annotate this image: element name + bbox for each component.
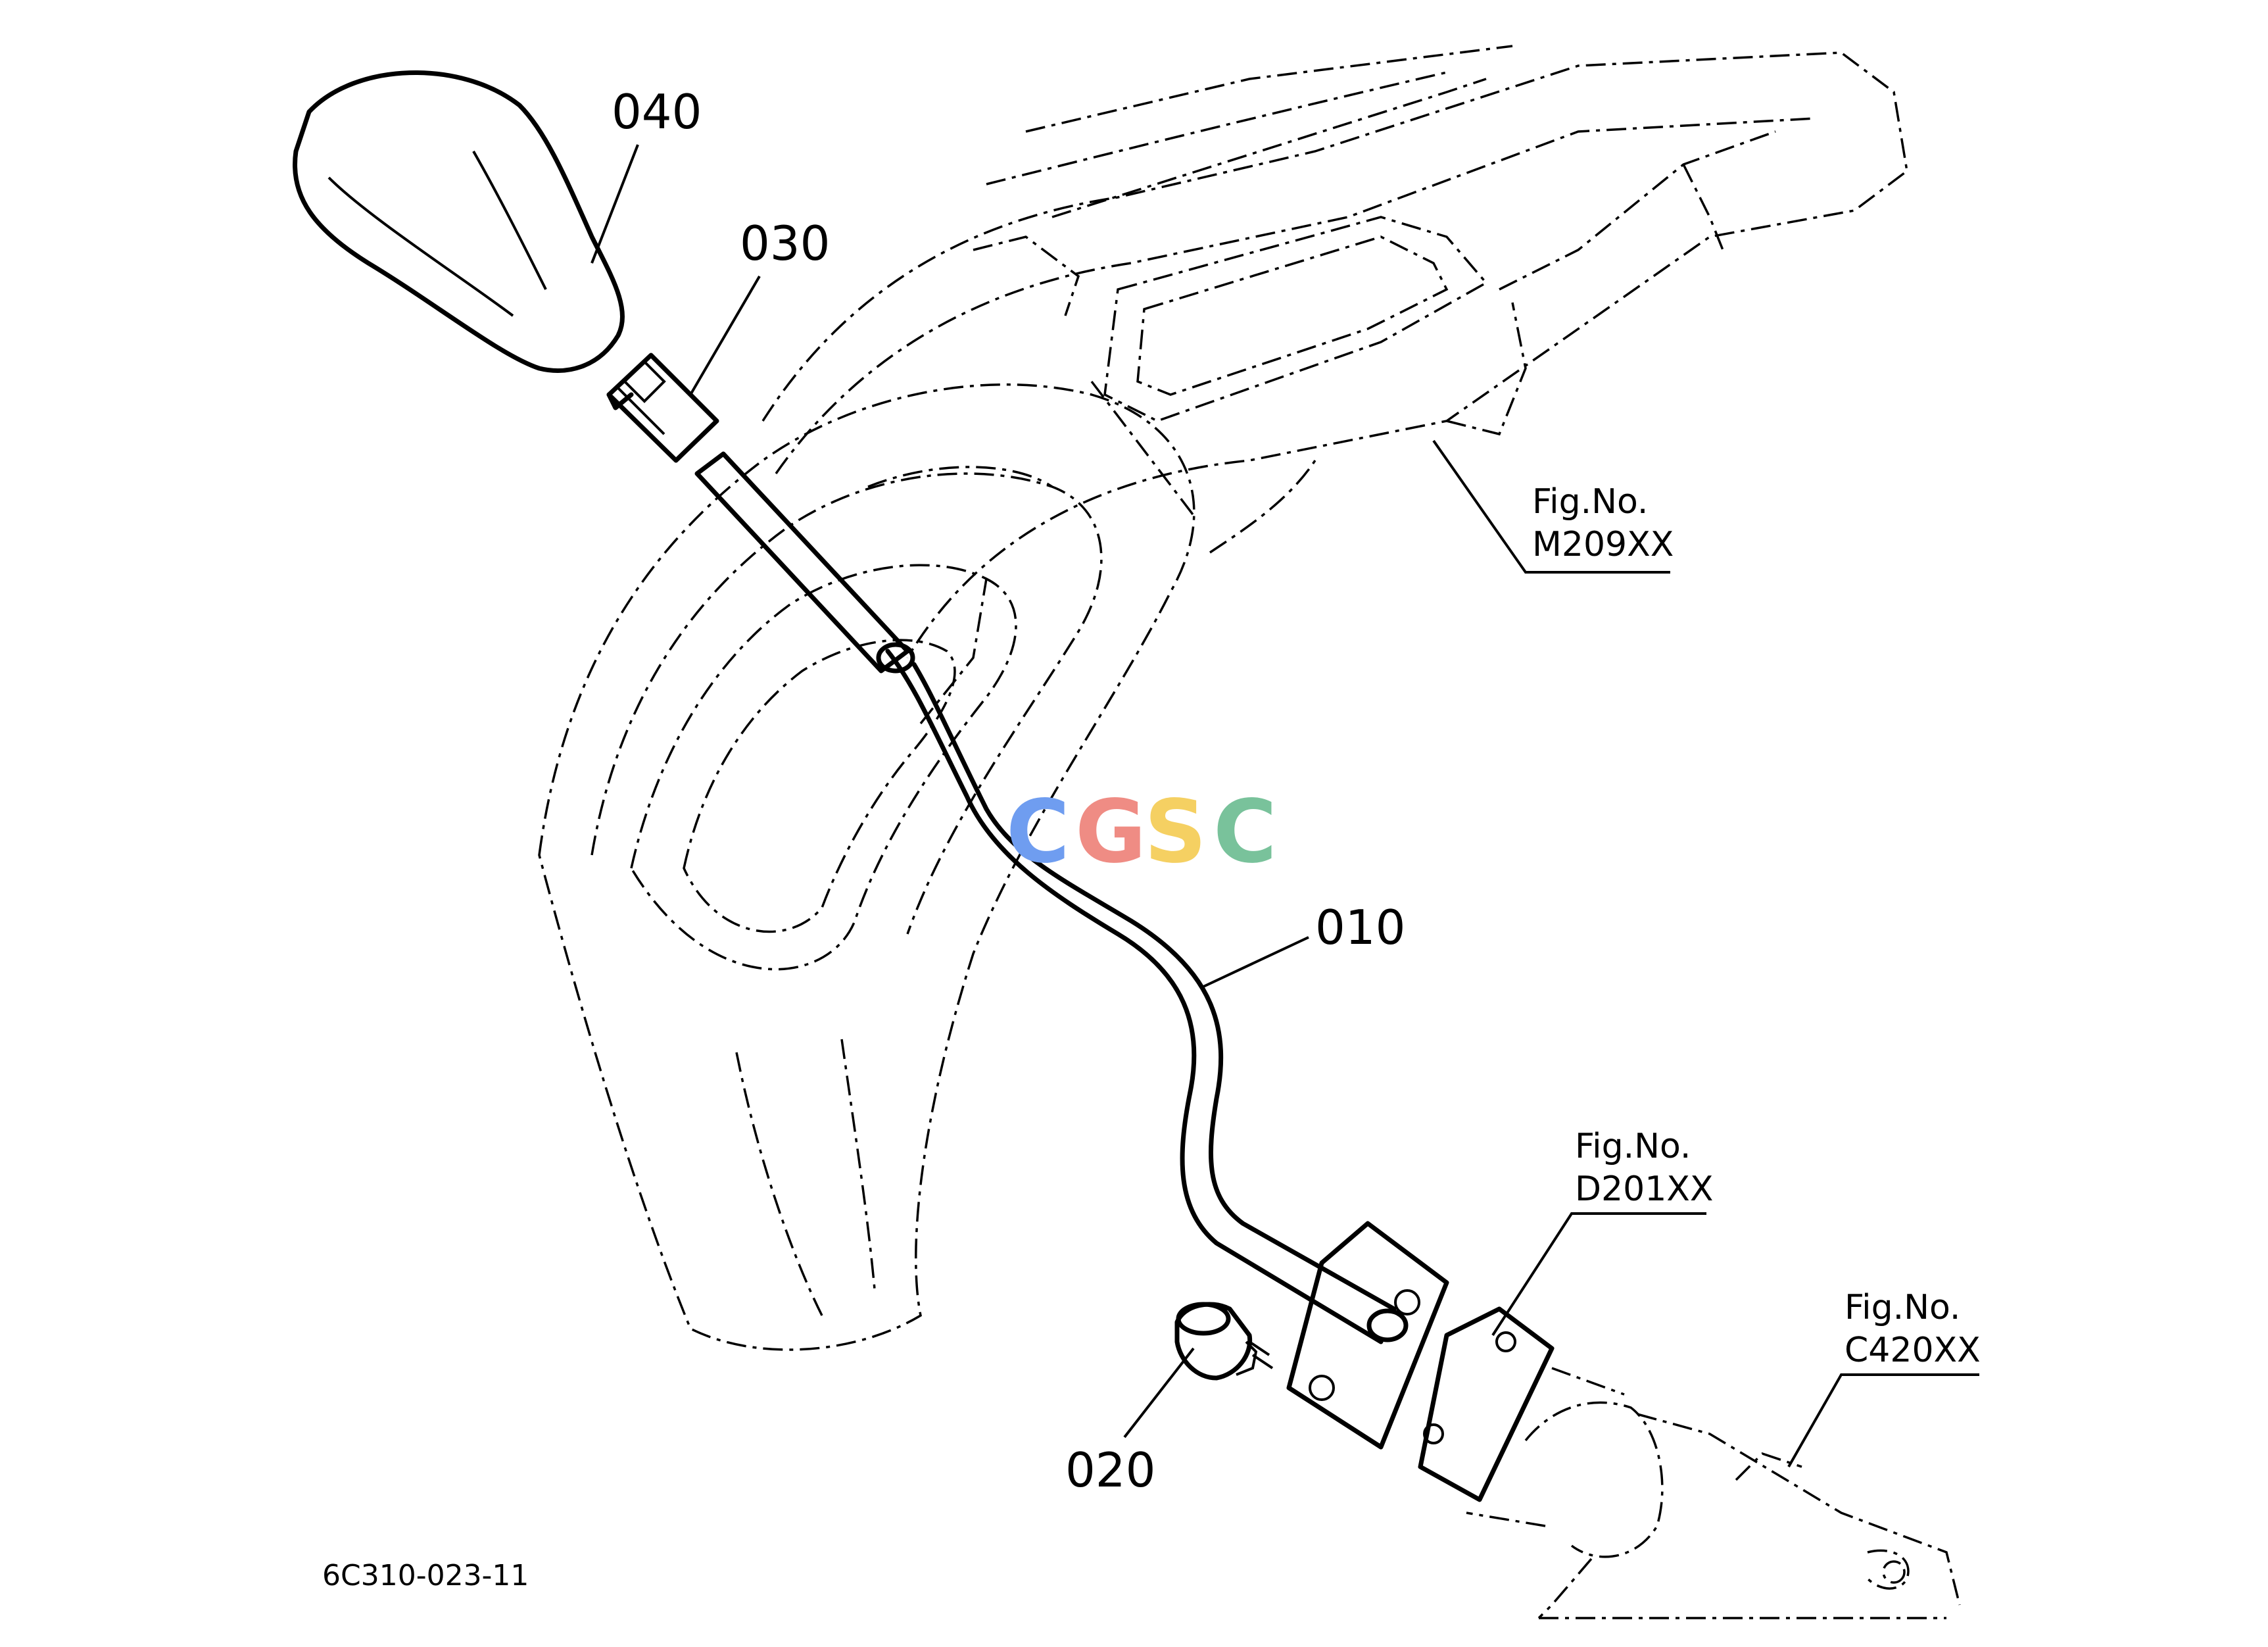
lever-rod-010 [694, 451, 1409, 1344]
transmission-outline [1466, 1401, 1961, 1619]
ref-m209-line2: M209XX [1532, 525, 1674, 564]
watermark-letter-1: C [1006, 781, 1070, 883]
ref-m209-line1: Fig.No. [1532, 482, 1648, 522]
ref-d201-line2: D201XX [1575, 1169, 1714, 1209]
watermark-letter-4: C [1213, 781, 1277, 883]
watermark-letter-2: G [1075, 781, 1146, 883]
bolt-020 [1174, 1302, 1274, 1381]
adapter-030 [606, 353, 719, 463]
watermark-letter-3: S [1144, 781, 1207, 883]
watermark: C G S C [1006, 781, 1277, 883]
callout-030: 030 [740, 216, 830, 271]
leader-d201 [1491, 1212, 1706, 1337]
leader-010 [1203, 936, 1309, 988]
leader-c420 [1787, 1373, 1979, 1467]
drawing-code: 6C310-023-11 [322, 1559, 529, 1592]
leader-020 [1123, 1347, 1195, 1438]
callout-020: 020 [1065, 1442, 1155, 1498]
callout-040: 040 [612, 84, 702, 139]
leader-lines [591, 144, 1979, 1467]
mounting-bracket [1286, 1221, 1625, 1502]
fender-housing-outline [538, 45, 1908, 1351]
ref-d201-line1: Fig.No. [1575, 1127, 1691, 1166]
callout-010: 010 [1315, 900, 1405, 955]
ref-c420-line1: Fig.No. [1845, 1288, 1960, 1327]
leader-m209 [1432, 439, 1670, 574]
leader-040 [591, 144, 639, 264]
ref-c420-line2: C420XX [1845, 1331, 1981, 1370]
leader-030 [689, 275, 761, 396]
knob-040 [293, 70, 625, 373]
